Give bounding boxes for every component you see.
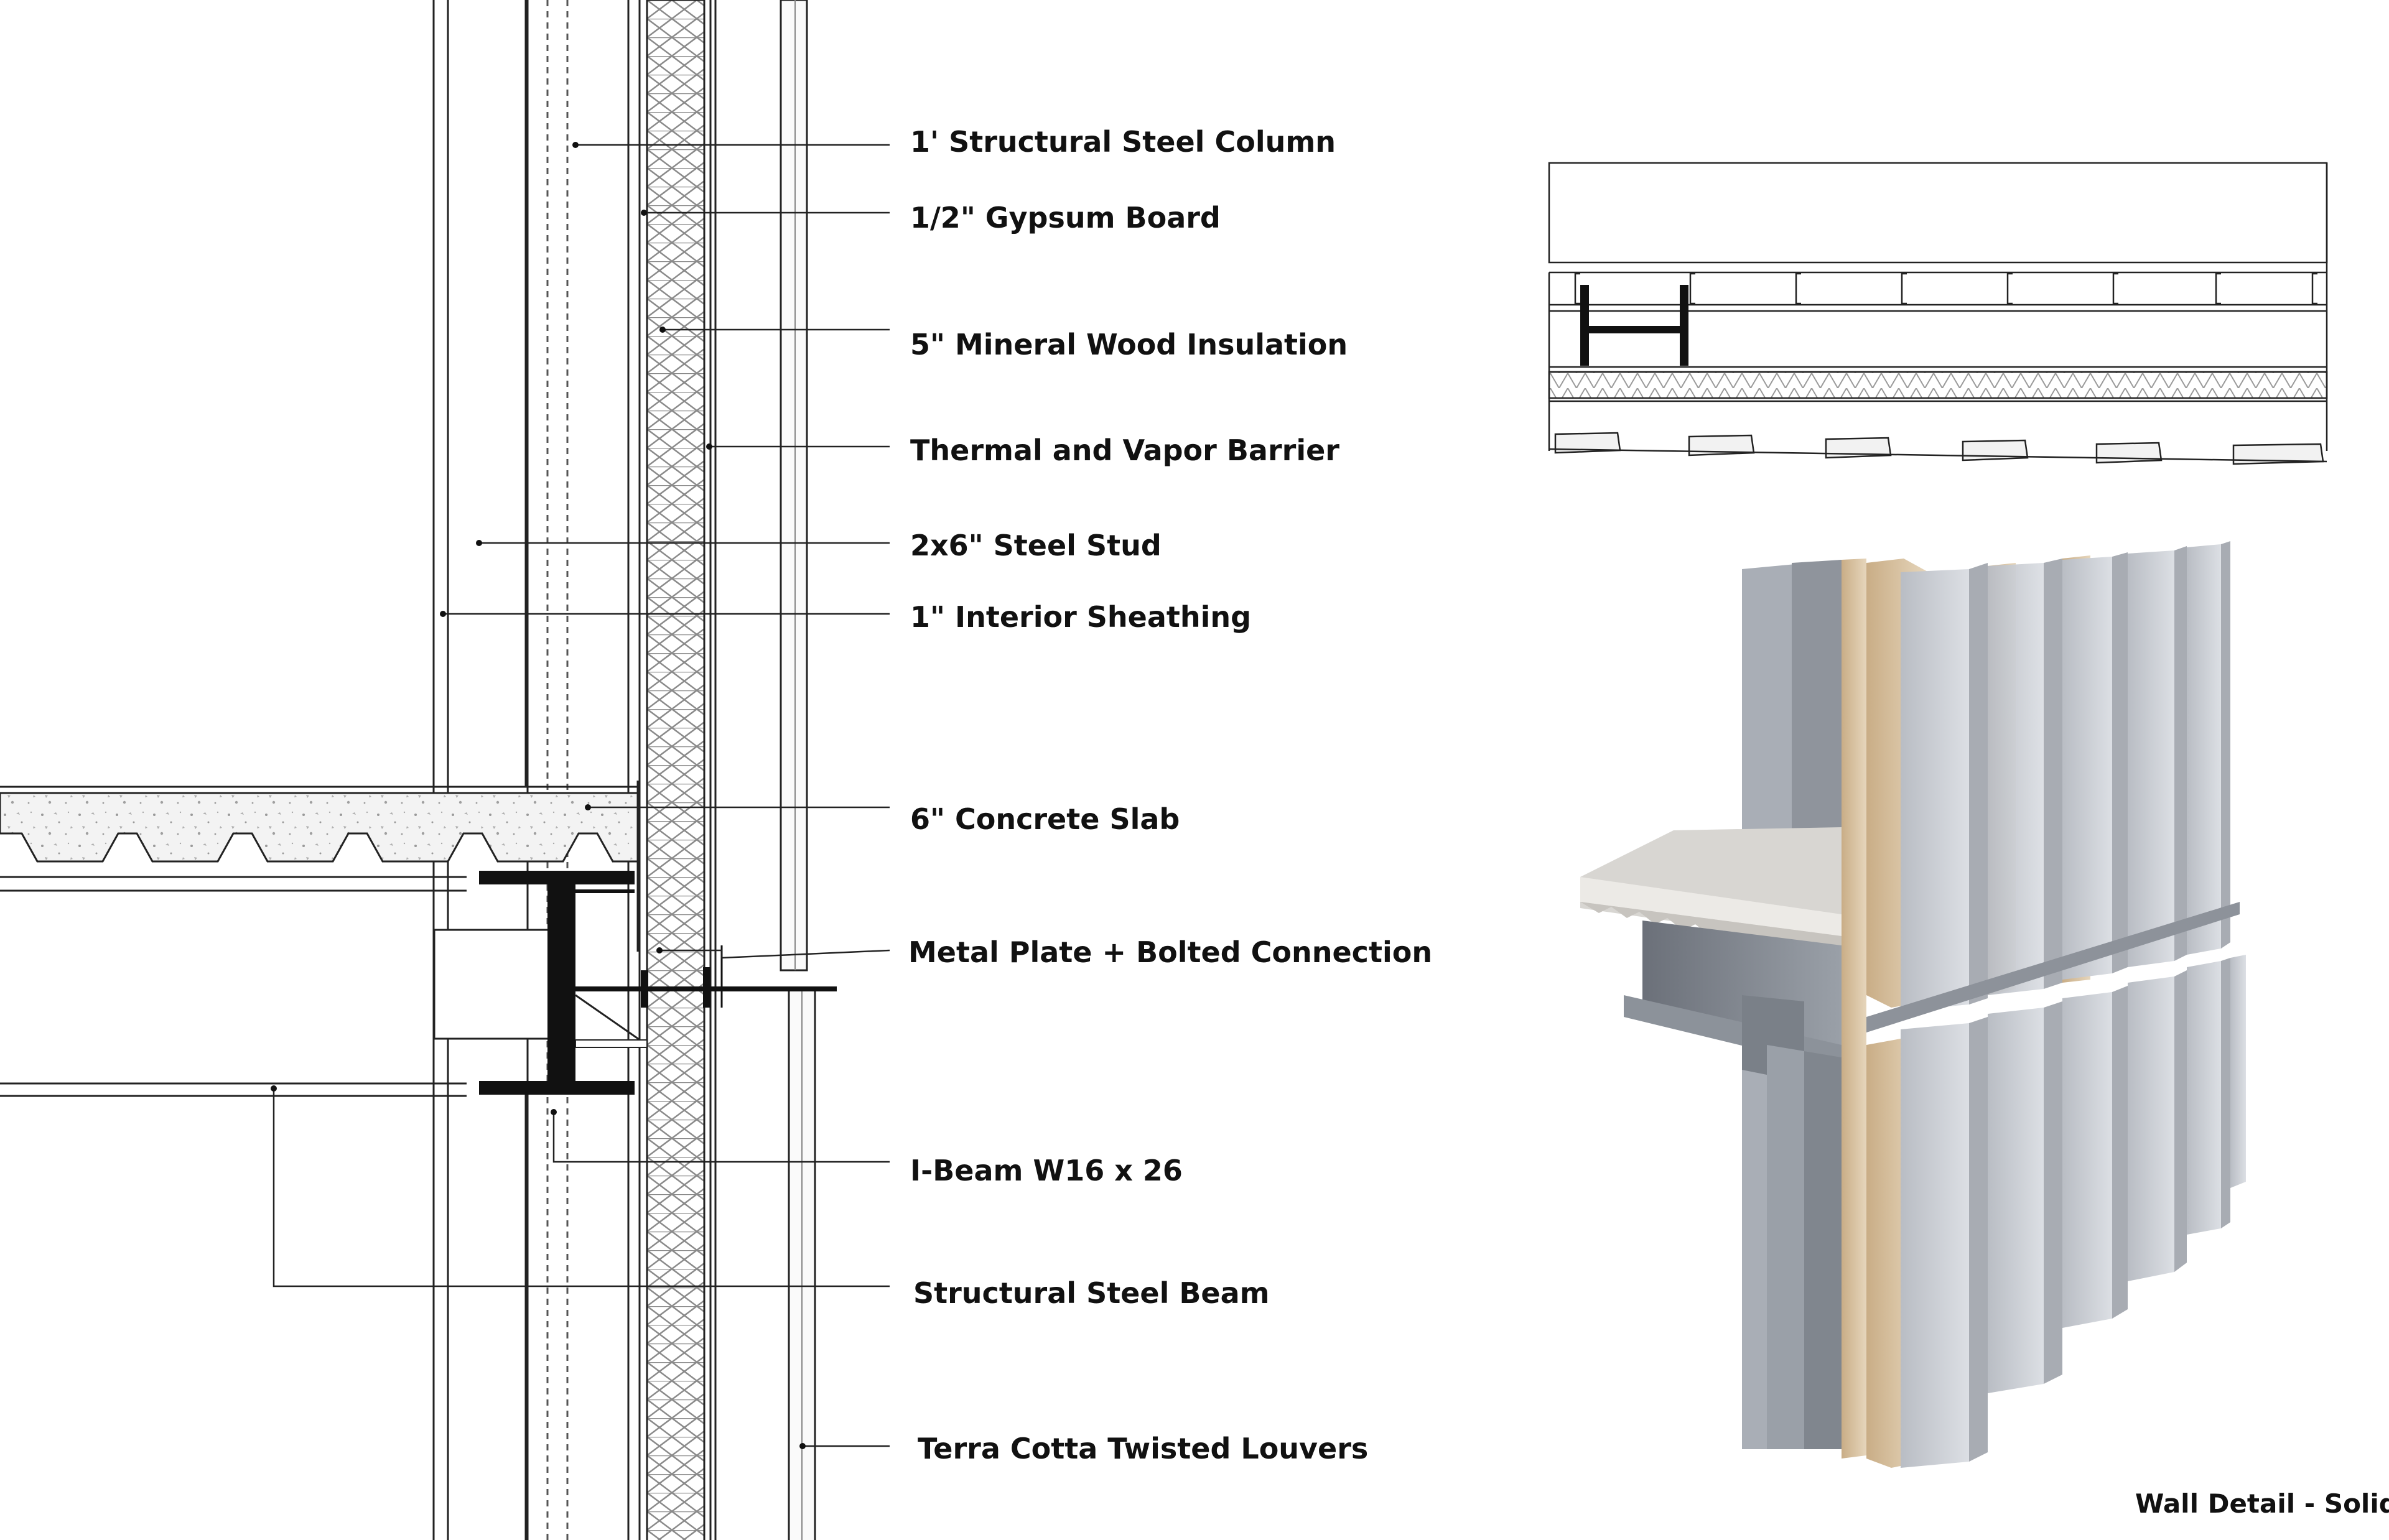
label-steel-column: 1' Structural Steel Column xyxy=(910,125,1336,159)
leader-lines xyxy=(272,144,890,1447)
drawing-caption: Wall Detail - Solid xyxy=(2135,1488,2389,1519)
plan-detail xyxy=(1548,162,2328,465)
label-group: 1' Structural Steel Column 1/2" Gypsum B… xyxy=(908,125,1432,1465)
label-gypsum-board: 1/2" Gypsum Board xyxy=(910,201,1221,234)
label-steel-stud: 2x6" Steel Stud xyxy=(910,529,1162,562)
concrete-slab-section xyxy=(0,781,639,952)
label-louvers: Terra Cotta Twisted Louvers xyxy=(918,1432,1368,1465)
i-beam-section xyxy=(479,871,837,1095)
label-vapor-barrier: Thermal and Vapor Barrier xyxy=(910,434,1339,467)
section-drawing xyxy=(432,0,816,1540)
label-metal-plate: Metal Plate + Bolted Connection xyxy=(908,935,1432,969)
label-steel-beam: Structural Steel Beam xyxy=(913,1276,1270,1310)
wall-render-3d xyxy=(1580,559,1866,1459)
label-i-beam: I-Beam W16 x 26 xyxy=(910,1154,1183,1187)
leader-dots xyxy=(271,142,806,1449)
plan-column-section xyxy=(1580,285,1688,366)
label-insulation: 5" Mineral Wood Insulation xyxy=(910,328,1348,361)
label-interior-sheathing: 1" Interior Sheathing xyxy=(910,600,1251,634)
label-concrete-slab: 6" Concrete Slab xyxy=(910,802,1180,836)
render-louvers xyxy=(1866,541,2246,1468)
steel-beam-section xyxy=(0,876,551,1097)
